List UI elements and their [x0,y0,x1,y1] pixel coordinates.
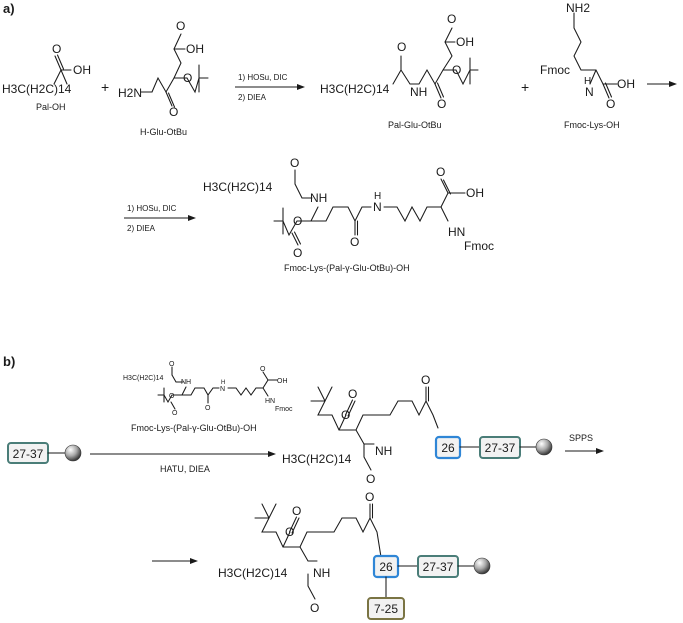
reagent-cooh: OH [277,378,288,385]
product-o-amide2: O [350,235,359,249]
final-segment-below-box [367,597,405,620]
product-h-mid: H [374,191,381,202]
h-glu-otbu-structure: O OH H2N O O H-Glu-OtBu [118,19,209,137]
final-chain: H3C(H2C)14 [218,566,288,580]
fmoc-lys-pal-glu-product: O H3C(H2C)14 NH O O O N H O OH HN Fmoc F… [203,156,494,273]
intermediate-segment-label: 27-37 [485,441,516,455]
reagent-name: Fmoc-Lys-(Pal-γ-Glu-OtBu)-OH [131,423,257,433]
reagent-o-amide: O [169,361,175,368]
fmoc-lys-h: H [584,76,591,87]
final-segment-right-label: 27-37 [423,560,454,574]
final-segment-below-label: 7-25 [374,602,398,616]
reagent-nh: NH [181,379,191,386]
reagent-h-mid: H [221,380,225,386]
product-o-acid: O [436,165,445,179]
reagent-n-mid: N [220,386,225,393]
reagent-fmoc: Fmoc [275,406,293,413]
reaction-arrow-1: 1) HOSu, DIC 2) DIEA [235,73,305,102]
arrow-1-step1: 1) HOSu, DIC [238,73,288,82]
final-o-amide: O [310,601,319,615]
product-o-amide: O [290,156,299,170]
plus-sign-1: + [101,79,109,95]
pal-oh-structure: O OH H3C(H2C)14 Pal-OH [2,42,91,112]
spps-arrow: SPPS [565,433,604,454]
pal-oh-hydroxyl: OH [73,63,91,77]
intermediate-o-carbonyl-top: O [348,387,357,401]
product-n-mid: N [373,200,382,214]
product-hn: HN [448,225,465,239]
product-chain: H3C(H2C)14 [203,180,273,194]
product-o-ester: O [293,214,302,228]
intermediate-o-amide: O [366,472,375,486]
plus-sign-2: + [521,79,529,95]
final-o-ketone: O [365,490,374,504]
reagent-hn: HN [265,398,275,405]
pal-glu-otbu-structure: O OH O NH O O H3C(H2C)14 Pal-Glu-OtBu [320,12,479,130]
intermediate-nh: NH [375,444,392,458]
fmoc-lys-cooh: OH [617,77,635,91]
final-o-ester: O [285,525,294,539]
pal-glu-nh: NH [410,85,427,99]
pal-glu-o-ester: O [452,63,461,77]
resin-start-segment-label: 27-37 [13,447,44,461]
h-glu-o-ester: O [183,71,192,85]
h-glu-amine: H2N [118,86,142,100]
product-nh-top: NH [310,191,327,205]
h-glu-cooh: OH [186,42,204,56]
part-a-label: a) [3,1,15,16]
reagent-o-carbonyl: O [172,410,178,417]
h-glu-name: H-Glu-OtBu [140,127,187,137]
intermediate-bead-icon [535,438,553,456]
reagent-o-acid: O [260,366,266,373]
part-b-label: b) [3,354,15,369]
pal-glu-name: Pal-Glu-OtBu [388,120,442,130]
h-glu-o-top: O [176,19,185,33]
pal-glu-chain: H3C(H2C)14 [320,82,390,96]
product-fmoc: Fmoc [464,239,494,253]
intermediate-residue-label: 26 [441,441,455,455]
fmoc-lys-n: N [585,85,594,99]
continuation-arrow-final [152,558,198,564]
reagent-chain: H3C(H2C)14 [123,375,164,382]
resin-bead-icon [64,444,82,462]
intermediate-chain: H3C(H2C)14 [282,452,352,466]
product-cooh: OH [466,186,484,200]
arrow-2-step1: 1) HOSu, DIC [127,204,177,213]
final-structure: O O O H3C(H2C)14 NH O 26 27-37 7-25 [218,490,491,620]
resin-start: 27-37 [7,442,82,464]
coupling-arrow: HATU, DIEA [90,451,276,474]
arrow-1-step2: 2) DIEA [238,93,267,102]
pal-glu-o-amide: O [397,40,406,54]
fmoc-lys-oh-structure: NH2 Fmoc N H OH O Fmoc-Lys-OH [540,1,635,130]
final-o-carbonyl-top: O [292,504,301,518]
reagent-small-structure: O H3C(H2C)14 NH O O O N H O OH HN Fmoc F… [123,361,293,433]
reagent-o-ester: O [169,393,175,400]
intermediate-structure: O O O H3C(H2C)14 NH O 26 27-37 [282,373,553,486]
intermediate-o-ketone: O [421,373,430,387]
final-bead-icon [473,557,491,575]
continuation-arrow-right [647,81,677,87]
spps-label: SPPS [569,433,593,443]
fmoc-lys-name: Fmoc-Lys-OH [564,120,620,130]
intermediate-o-ester: O [341,408,350,422]
reagent-o-amide2: O [205,405,211,412]
coupling-conditions: HATU, DIEA [160,464,210,474]
pal-glu-o-top: O [447,12,456,26]
reaction-arrow-2: 1) HOSu, DIC 2) DIEA [124,204,196,233]
pal-glu-cooh: OH [456,35,474,49]
product-name: Fmoc-Lys-(Pal-γ-Glu-OtBu)-OH [284,263,410,273]
pal-oh-chain: H3C(H2C)14 [2,82,72,96]
pal-oh-name: Pal-OH [36,102,66,112]
fmoc-lys-fmoc: Fmoc [540,63,570,77]
h-glu-o-carbonyl: O [169,105,178,119]
fmoc-lys-o: O [606,97,615,111]
fmoc-lys-amine: NH2 [566,1,590,15]
arrow-2-step2: 2) DIEA [127,224,156,233]
pal-oh-o: O [52,42,61,56]
final-nh: NH [313,566,330,580]
pal-glu-o-carbonyl: O [437,97,446,111]
product-o-carbonyl: O [293,246,302,260]
final-residue-label: 26 [379,560,393,574]
